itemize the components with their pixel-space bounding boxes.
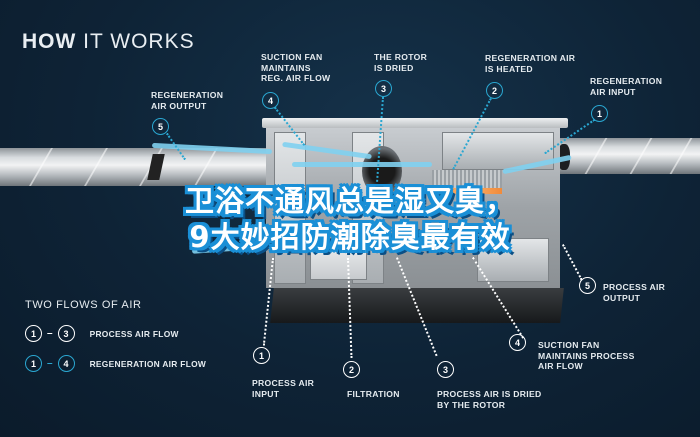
page-title: HOW IT WORKS [22,30,195,53]
headline-overlay: 卫浴不通风总是湿又臭， 9大妙招防潮除臭最有效 [0,183,700,255]
headline-line-2: 9大妙招防潮除臭最有效 [189,220,511,254]
proc-step-5-label: PROCESS AIR OUTPUT [603,282,666,303]
proc-step-1-label: PROCESS AIR INPUT [252,378,315,399]
proc-step-2-label: FILTRATION [347,389,400,399]
legend-dash: – [47,358,53,369]
right-duct-pipe [558,138,700,174]
legend-label-process-air-flow: PROCESS AIR FLOW [89,328,179,339]
reg-step-2-label: REGENERATION AIR IS HEATED [485,53,576,74]
reg-step-3-label: THE ROTOR IS DRIED [374,52,428,73]
legend-dash: – [47,328,53,339]
reg-step-1-label: REGENERATION AIR INPUT [590,76,663,97]
legend-badge-from: 1 [25,325,42,342]
legend-row-regeneration: 1 – 4 REGENERATION AIR FLOW [25,355,206,372]
reg-step-4-label: SUCTION FAN MAINTAINS REG. AIR FLOW [261,52,331,83]
proc-step-3-badge: 3 [437,361,454,378]
legend-badge-from: 1 [25,355,42,372]
legend-row-process: 1 – 3 PROCESS AIR FLOW [25,325,179,342]
reg-step-4-badge: 4 [262,92,279,109]
legend-label-regeneration-air-flow: REGENERATION AIR FLOW [89,358,207,369]
reg-step-1-badge: 1 [591,105,608,122]
proc-step-5-badge: 5 [579,277,596,294]
legend-title: TWO FLOWS OF AIR [25,299,142,311]
left-duct-pipe [0,148,275,186]
reg-step-5-badge: 5 [152,118,169,135]
proc-step-2-badge: 2 [343,361,360,378]
headline-line-1: 卫浴不通风总是湿又臭， [184,184,515,218]
proc-step-4-badge: 4 [509,334,526,351]
reg-step-3-badge: 3 [375,80,392,97]
reg-step-2-badge: 2 [486,82,503,99]
proc-step-1-badge: 1 [253,347,270,364]
reg-step-5-label: REGENERATION AIR OUTPUT [151,90,224,111]
legend-badge-to: 3 [57,325,75,342]
proc-step-3-label: PROCESS AIR IS DRIED BY THE ROTOR [437,389,542,410]
legend-badge-to: 4 [57,355,75,372]
dehumidifier-unit [151,118,572,323]
proc-step-4-label: SUCTION FAN MAINTAINS PROCESS AIR FLOW [538,340,635,371]
